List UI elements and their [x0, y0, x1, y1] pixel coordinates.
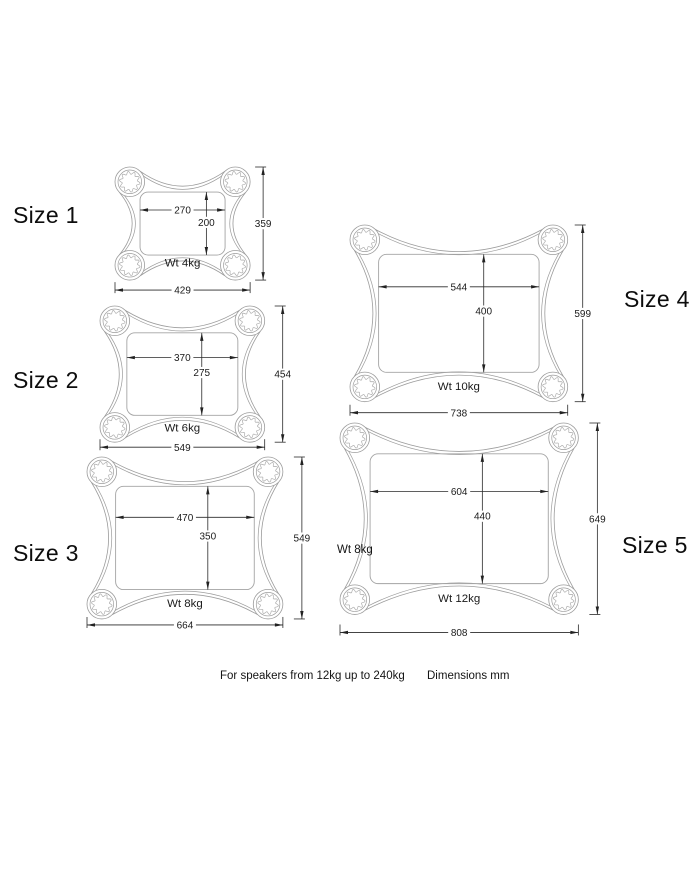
- svg-text:Wt 6kg: Wt 6kg: [164, 422, 200, 434]
- svg-text:738: 738: [451, 408, 468, 419]
- svg-text:429: 429: [174, 286, 191, 297]
- size-1-plate-diagram: 270 200 Wt 4kg 359 429: [114, 166, 275, 297]
- svg-text:400: 400: [475, 307, 492, 318]
- size-1-label: Size 1: [13, 202, 79, 228]
- svg-text:808: 808: [451, 628, 468, 639]
- svg-text:Wt 8kg: Wt 8kg: [167, 598, 203, 610]
- svg-text:470: 470: [177, 513, 194, 524]
- size-4-plate-diagram: 544 400 Wt 10kg 599 738: [349, 224, 594, 419]
- size-5-plate-diagram: 604 440 Wt 12kg 649 808: [339, 422, 609, 639]
- svg-text:200: 200: [198, 218, 215, 229]
- svg-text:549: 549: [294, 534, 311, 545]
- svg-text:440: 440: [474, 512, 491, 523]
- size-5-extra-weight-label: Wt 8kg: [337, 544, 373, 556]
- units-note: Dimensions mm: [427, 670, 510, 682]
- svg-text:649: 649: [589, 514, 606, 525]
- size-3-label: Size 3: [13, 540, 79, 566]
- svg-text:350: 350: [199, 532, 216, 543]
- svg-text:275: 275: [193, 368, 210, 379]
- size-4-label: Size 4: [624, 286, 690, 312]
- svg-text:664: 664: [177, 621, 194, 632]
- svg-text:549: 549: [174, 443, 191, 454]
- svg-text:599: 599: [574, 309, 591, 320]
- svg-text:Wt 10kg: Wt 10kg: [438, 381, 480, 393]
- svg-text:454: 454: [274, 370, 291, 381]
- svg-text:604: 604: [451, 487, 468, 498]
- svg-text:370: 370: [174, 353, 191, 364]
- svg-text:544: 544: [451, 282, 468, 293]
- size-2-label: Size 2: [13, 367, 79, 393]
- svg-text:Wt 12kg: Wt 12kg: [438, 593, 480, 605]
- speaker-range-note: For speakers from 12kg up to 240kg: [220, 670, 405, 682]
- svg-text:359: 359: [255, 219, 272, 230]
- svg-text:270: 270: [174, 206, 191, 217]
- size-3-plate-diagram: 470 350 Wt 8kg 549 664: [86, 456, 313, 632]
- svg-text:Wt 4kg: Wt 4kg: [165, 258, 201, 270]
- size-5-label: Size 5: [622, 532, 688, 558]
